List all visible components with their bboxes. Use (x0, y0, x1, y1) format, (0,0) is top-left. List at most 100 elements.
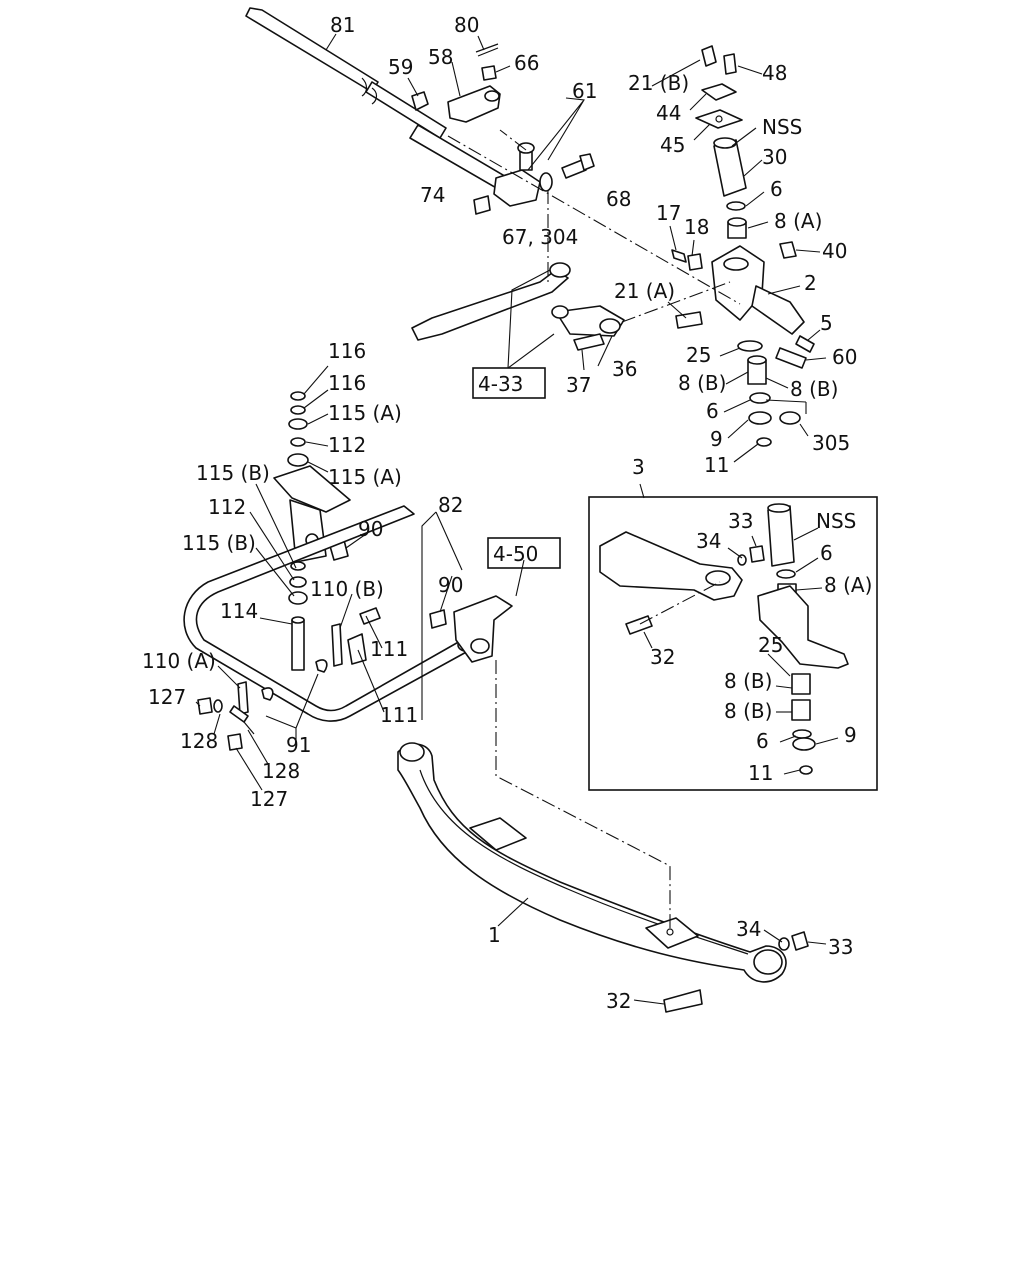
callout-67-304: 67, 304 (502, 225, 578, 249)
callout-115a-1: 115 (A) (328, 401, 402, 425)
shim-25 (737, 340, 763, 352)
callout-8b-inset-2: 8 (B) (724, 699, 772, 723)
bolts-111 (347, 607, 381, 665)
tie-rod-lever-36 (551, 305, 625, 337)
inset-washer-34 (737, 554, 747, 566)
bracket-4-50 (453, 595, 513, 663)
callout-8a-top: 8 (A) (774, 209, 822, 233)
callout-32-inset: 32 (650, 645, 675, 669)
nut-18 (687, 253, 703, 271)
callout-80: 80 (454, 13, 479, 37)
callout-8b-top-1: 8 (B) (678, 371, 726, 395)
callout-11-top: 11 (704, 453, 729, 477)
bolt-68 (561, 153, 595, 179)
callout-17: 17 (656, 201, 681, 225)
callout-90-1: 90 (358, 517, 383, 541)
callout-18: 18 (684, 215, 709, 239)
nut-33 (791, 931, 809, 951)
callout-60: 60 (832, 345, 857, 369)
callout-68: 68 (606, 187, 631, 211)
callout-6-a: 6 (770, 177, 783, 201)
callout-6-inset-1: 6 (820, 541, 833, 565)
washer-stack-116-115 (287, 391, 309, 467)
nut-66 (481, 65, 497, 81)
callout-8b-inset-1: 8 (B) (724, 669, 772, 693)
inset-nut-33 (749, 545, 765, 563)
callout-66: 66 (514, 51, 539, 75)
callout-8a-inset: 8 (A) (824, 573, 872, 597)
steering-knuckle-2 (711, 245, 805, 335)
pin-128-lower (243, 721, 255, 735)
callout-112-1: 112 (328, 433, 366, 457)
callout-128-2: 128 (262, 759, 300, 783)
clamp-91 (261, 659, 328, 701)
tie-rod-arm (411, 262, 571, 341)
washer-stack-112-115b (288, 561, 308, 605)
reference-4-50[interactable]: 4-50 (487, 537, 561, 569)
bushing-8a (727, 217, 747, 239)
callout-45: 45 (660, 133, 685, 157)
callout-25-top: 25 (686, 343, 711, 367)
bracket-110b (331, 623, 343, 667)
clip-11 (756, 437, 772, 447)
callout-59: 59 (388, 55, 413, 79)
callout-36: 36 (612, 357, 637, 381)
reference-4-33-label: 4-33 (478, 372, 523, 396)
callout-33-inset: 33 (728, 509, 753, 533)
bushing-90-lower (429, 609, 447, 629)
inset-washer-6-lower (792, 729, 812, 739)
leader-lines (195, 33, 839, 1005)
nut-40 (779, 241, 797, 259)
callout-30: 30 (762, 145, 787, 169)
callout-111-1: 111 (370, 637, 408, 661)
callout-1: 1 (488, 923, 501, 947)
inset-knuckle (757, 585, 849, 669)
callout-33: 33 (828, 935, 853, 959)
callout-32: 32 (606, 989, 631, 1013)
steering-arm-58 (447, 85, 501, 123)
callout-111-2: 111 (380, 703, 418, 727)
callout-115b-1: 115 (B) (196, 461, 270, 485)
washer-67 (539, 172, 553, 192)
callout-21b: 21 (B) (628, 71, 689, 95)
callout-110b: 110 (B) (310, 577, 384, 601)
callout-5: 5 (820, 311, 833, 335)
front-axle-beam (397, 742, 787, 983)
drag-link-rod (245, 7, 521, 198)
callout-127-1: 127 (148, 685, 186, 709)
callout-nss-top: NSS (762, 115, 802, 139)
reference-4-50-label: 4-50 (493, 542, 538, 566)
callout-81: 81 (330, 13, 355, 37)
nut-74 (473, 195, 491, 215)
washer-6-lower (749, 392, 771, 404)
inset-cap-9 (792, 737, 816, 751)
callout-127-2: 127 (250, 787, 288, 811)
callout-labels: 81 80 58 59 66 61 21 (B) 48 44 45 NSS 30… (142, 13, 872, 1013)
callout-48: 48 (762, 61, 787, 85)
nut-59 (411, 91, 429, 111)
callout-34-inset: 34 (696, 529, 721, 553)
detail-inset-box (588, 496, 878, 791)
washer-6 (726, 201, 746, 211)
callout-3: 3 (632, 455, 645, 479)
washer-34 (778, 937, 790, 951)
tie-rod-end (493, 142, 541, 207)
callout-115b-2: 115 (B) (182, 531, 256, 555)
bolt-37 (573, 333, 605, 351)
callout-8b-top-2: 8 (B) (790, 377, 838, 401)
callout-114: 114 (220, 599, 258, 623)
bolt-21b (701, 45, 737, 75)
bracket-110a (237, 681, 249, 715)
callout-116-1: 116 (328, 339, 366, 363)
callout-58: 58 (428, 45, 453, 69)
callout-74: 74 (420, 183, 445, 207)
cap-44 (701, 83, 737, 101)
cap-9 (748, 411, 772, 425)
reference-4-33[interactable]: 4-33 (472, 367, 546, 399)
inset-clip-11 (799, 765, 813, 775)
callout-34: 34 (736, 917, 761, 941)
inset-bolt-32 (625, 615, 653, 635)
kingpin-30 (713, 137, 747, 197)
